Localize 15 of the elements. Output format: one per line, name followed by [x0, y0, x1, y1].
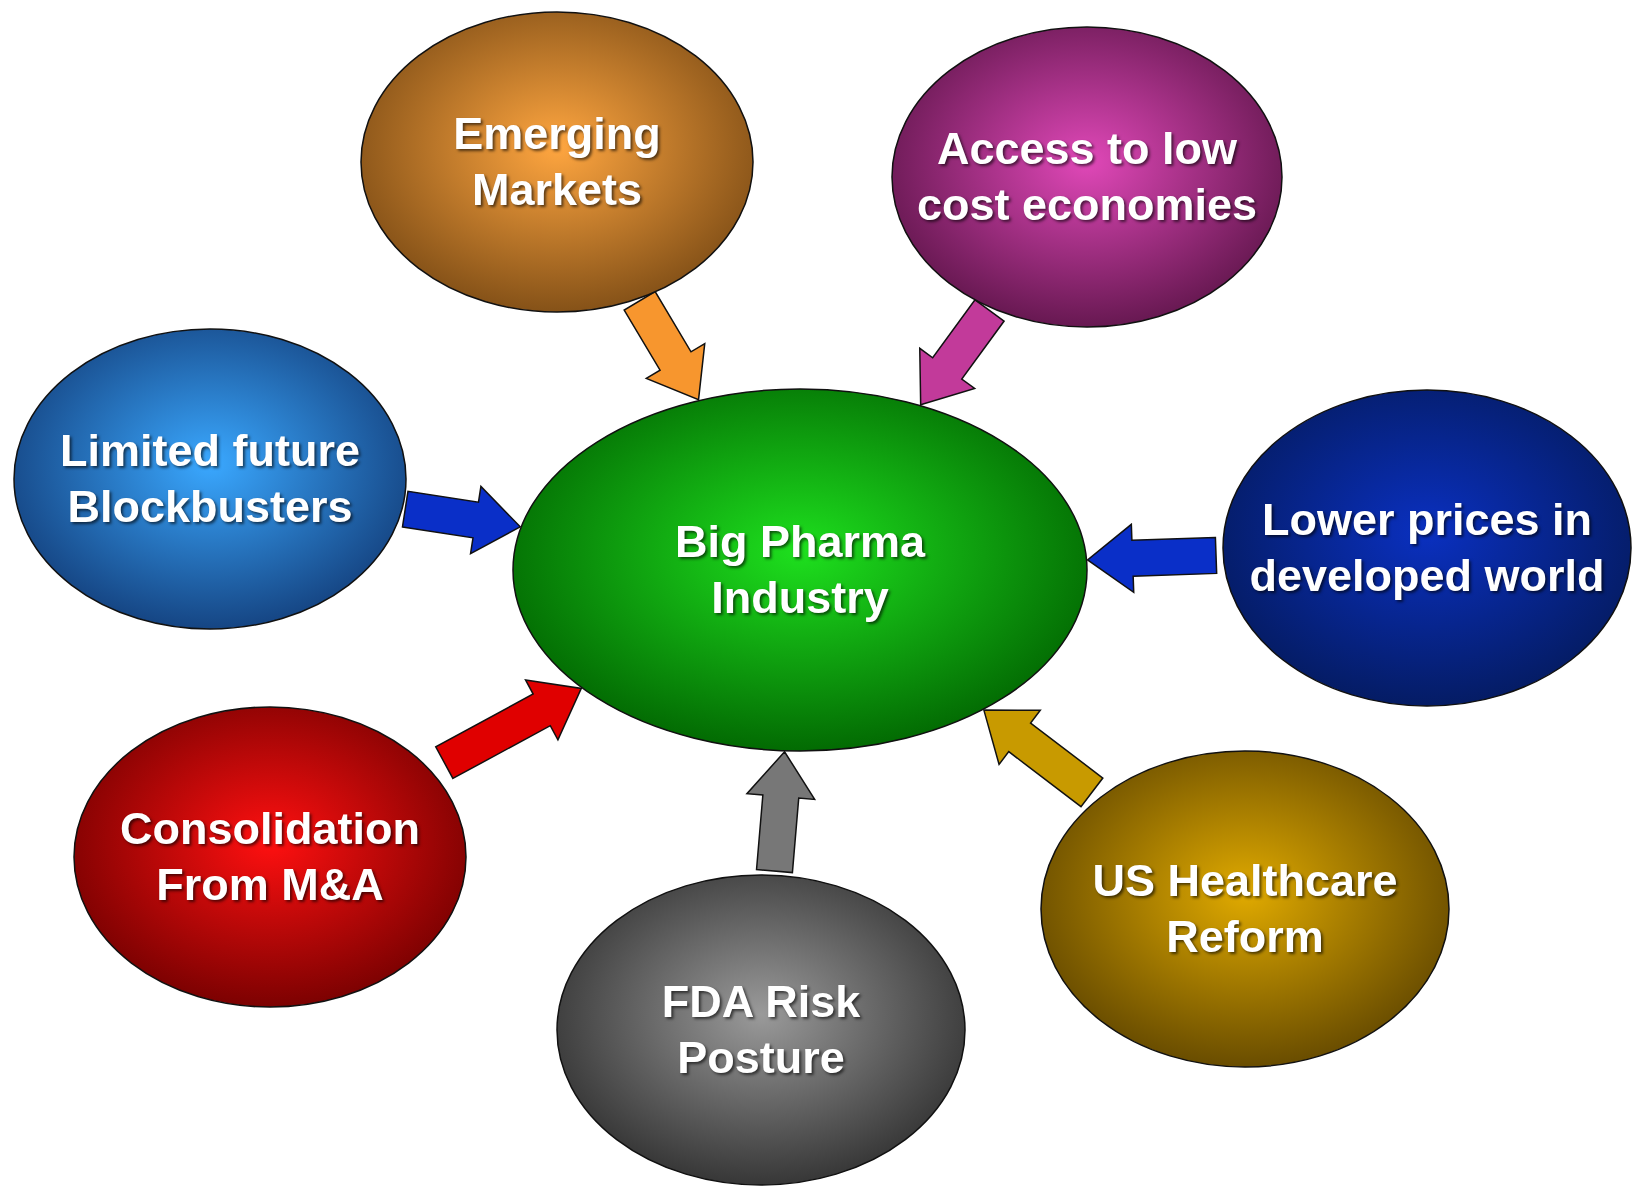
- block-arrow: [434, 679, 583, 780]
- block-arrow: [919, 298, 1006, 406]
- block-arrow: [401, 484, 522, 555]
- block-arrow: [1086, 522, 1218, 594]
- node-label: Limited future Blockbusters: [59, 424, 361, 534]
- node-label: Access to low cost economies: [915, 122, 1259, 232]
- node-label: FDA Risk Posture: [660, 975, 862, 1085]
- block-arrow: [623, 290, 706, 401]
- node-label: US Healthcare Reform: [1091, 854, 1399, 964]
- block-arrow: [982, 709, 1104, 808]
- node-label: Emerging Markets: [452, 107, 662, 217]
- node-label: Lower prices in developed world: [1248, 493, 1606, 603]
- node-label: Consolidation From M&A: [119, 802, 421, 912]
- block-arrow: [745, 750, 817, 874]
- node-label: Big Pharma Industry: [673, 515, 927, 625]
